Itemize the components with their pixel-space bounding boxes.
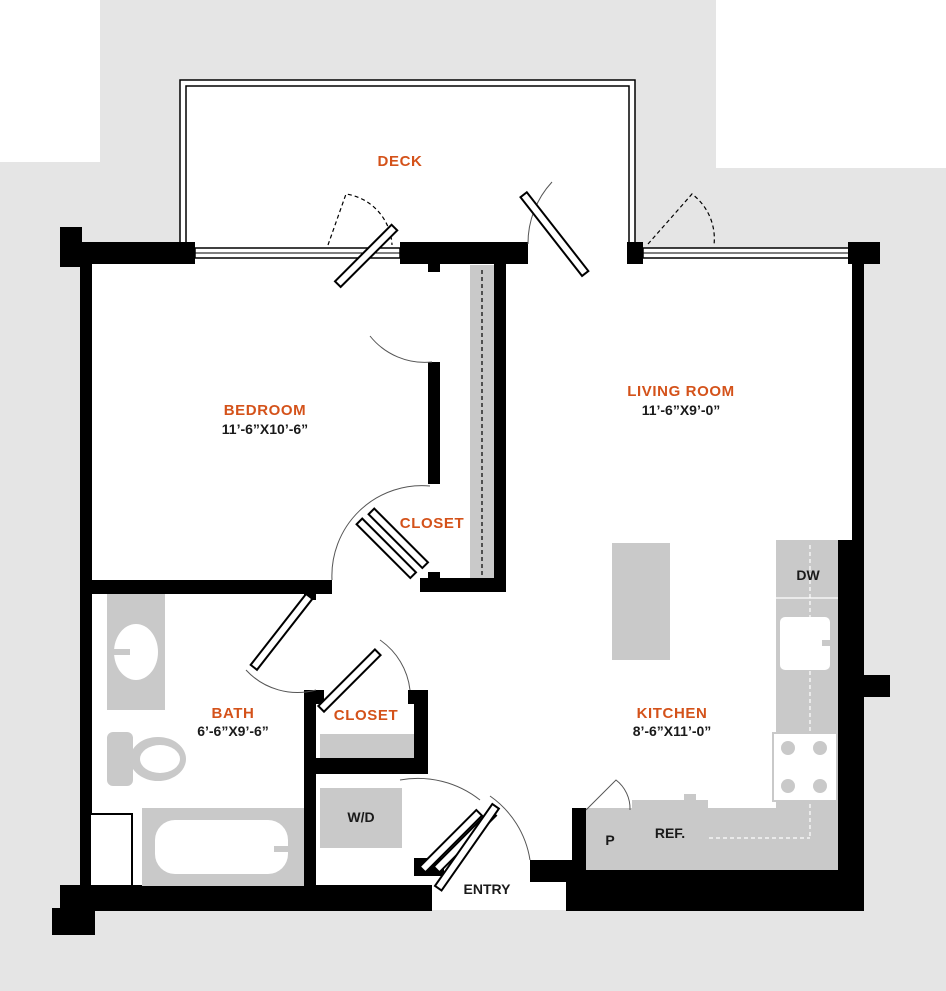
closet-shelf: [470, 265, 494, 578]
dishwasher-label: DW: [796, 567, 820, 583]
bedroom-dims: 11’-6”X10’-6”: [222, 421, 308, 437]
door-entry[interactable]: [433, 795, 531, 892]
refrigerator: [632, 794, 708, 870]
door-deck-bedroom[interactable]: [327, 193, 393, 246]
living-room-dims: 11’-6”X9’-0”: [642, 402, 721, 418]
washer-dryer: [320, 788, 402, 848]
walls: [52, 227, 890, 935]
refrigerator-label: REF.: [655, 825, 685, 841]
pantry-label: P: [605, 832, 614, 848]
door-bedroom-closet[interactable]: [331, 485, 431, 581]
cooktop-icon: [772, 732, 838, 802]
deck: [179, 79, 636, 250]
entry-label: ENTRY: [464, 881, 512, 897]
door-bedroom[interactable]: [333, 223, 433, 363]
washer-dryer-label: W/D: [347, 809, 374, 825]
linen-box: [89, 813, 133, 887]
door-hall-closet[interactable]: [316, 639, 411, 714]
door-deck-right[interactable]: [647, 193, 715, 246]
bedroom-closet-label: CLOSET: [400, 515, 464, 532]
bedroom-label: BEDROOM: [224, 402, 307, 419]
door-deck-living[interactable]: [519, 181, 590, 278]
kitchen-dims: 8’-6”X11’-0”: [633, 723, 712, 739]
sink-icon: [780, 617, 834, 670]
bath-dims: 6’-6”X9’-6”: [197, 723, 269, 739]
interior-floor: [80, 250, 855, 910]
sink-icon: [114, 624, 158, 680]
hall-closet-shelf: [320, 734, 414, 758]
toilet-icon: [107, 732, 186, 786]
bath-label: BATH: [212, 705, 255, 722]
door-bath[interactable]: [245, 592, 317, 693]
bathtub-icon: [142, 808, 304, 886]
living-room-label: LIVING ROOM: [627, 383, 734, 400]
kitchen-label: KITCHEN: [637, 705, 708, 722]
deck-label: DECK: [378, 153, 423, 170]
pantry: [585, 779, 631, 870]
hall-closet-label: CLOSET: [334, 707, 398, 724]
